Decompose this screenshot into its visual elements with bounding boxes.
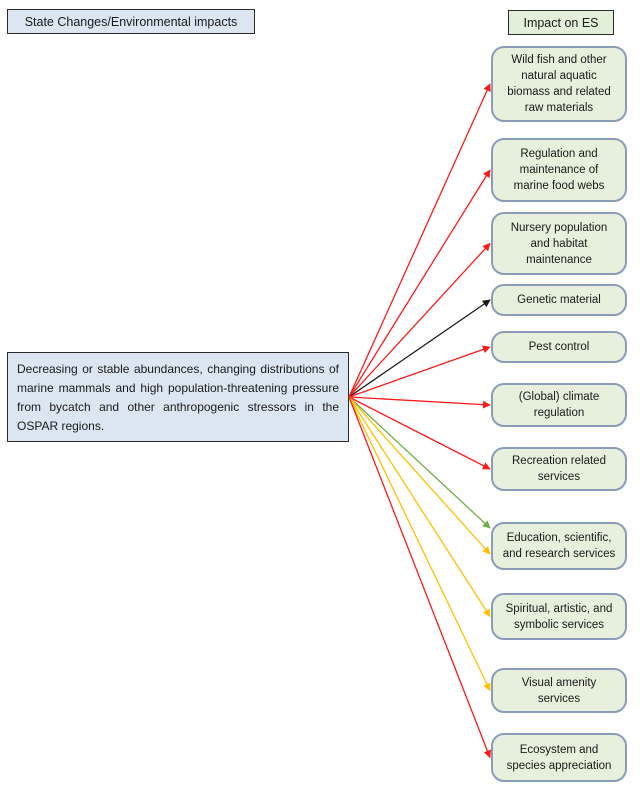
- service-label: Education, scientific, and research serv…: [502, 532, 616, 560]
- arrow-black: [348, 299, 491, 398]
- service-label: (Global) climate regulation: [518, 391, 600, 419]
- arrow-yellow: [348, 396, 491, 618]
- service-box: Regulation and maintenance of marine foo…: [491, 138, 627, 202]
- service-box: Visual amenity services: [491, 668, 627, 713]
- service-label: Ecosystem and species appreciation: [506, 743, 612, 772]
- arrow-red: [348, 242, 491, 398]
- source-box-text: Decreasing or stable abundances, changin…: [17, 362, 339, 433]
- service-label: Recreation related services: [512, 455, 606, 483]
- service-label: Pest control: [528, 341, 590, 353]
- arrow-red: [348, 396, 492, 759]
- arrow-red: [348, 345, 491, 398]
- service-box: (Global) climate regulation: [491, 383, 627, 427]
- arrow-yellow: [348, 396, 491, 692]
- service-box: Pest control: [491, 331, 627, 363]
- header-impact-on-es-label: Impact on ES: [523, 15, 599, 30]
- service-box: Wild fish and other natural aquatic biom…: [491, 46, 627, 122]
- header-state-changes: State Changes/Environmental impacts: [7, 9, 255, 34]
- service-label: Genetic material: [517, 294, 601, 306]
- service-box: Ecosystem and species appreciation: [491, 733, 627, 782]
- service-box: Genetic material: [491, 284, 627, 316]
- arrow-red: [348, 396, 491, 470]
- service-label: Nursery population and habitat maintenan…: [510, 221, 608, 266]
- service-box: Education, scientific, and research serv…: [491, 522, 627, 570]
- service-label: Spiritual, artistic, and symbolic servic…: [505, 602, 613, 631]
- arrow-yellow: [348, 396, 491, 555]
- source-box: Decreasing or stable abundances, changin…: [7, 352, 349, 442]
- service-label: Wild fish and other natural aquatic biom…: [507, 54, 611, 114]
- arrow-red: [348, 83, 491, 398]
- service-label: Regulation and maintenance of marine foo…: [513, 148, 605, 192]
- arrow-red: [348, 396, 491, 409]
- header-impact-on-es: Impact on ES: [508, 10, 614, 35]
- arrow-red: [348, 169, 491, 398]
- arrow-green: [348, 396, 491, 529]
- service-label: Visual amenity services: [521, 676, 597, 705]
- header-state-changes-label: State Changes/Environmental impacts: [24, 14, 238, 29]
- service-box: Nursery population and habitat maintenan…: [491, 212, 627, 275]
- service-box: Recreation related services: [491, 447, 627, 491]
- service-box: Spiritual, artistic, and symbolic servic…: [491, 593, 627, 640]
